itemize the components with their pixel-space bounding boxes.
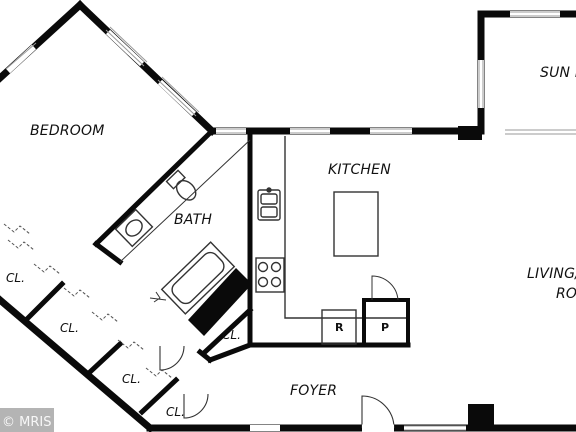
watermark-text: © MRIS bbox=[2, 415, 51, 430]
bath-closet-wall bbox=[201, 306, 254, 356]
bath-chase bbox=[188, 268, 252, 336]
label-closet-1: CL. bbox=[6, 271, 25, 285]
windows bbox=[5, 11, 576, 431]
label-kitchen: KITCHEN bbox=[328, 162, 391, 178]
label-sun-room: SUN R bbox=[540, 65, 576, 81]
label-bedroom: BEDROOM bbox=[30, 123, 104, 139]
closet-door-foyer bbox=[183, 393, 209, 419]
closet-door-bath bbox=[159, 345, 185, 371]
toilet bbox=[165, 169, 197, 201]
closet-wall-1 bbox=[24, 280, 66, 322]
label-bath: BATH bbox=[174, 212, 212, 228]
pantry bbox=[362, 298, 410, 347]
label-closet-2: CL. bbox=[60, 321, 79, 335]
watermark: © MRIS bbox=[0, 408, 54, 432]
kitchen-island bbox=[333, 191, 379, 257]
bath-wall-south bbox=[92, 240, 124, 266]
entry-door bbox=[361, 395, 395, 429]
column-south bbox=[468, 404, 494, 430]
label-pantry: P bbox=[381, 321, 389, 334]
kitchen-fixtures bbox=[255, 136, 410, 347]
kitchen-stove bbox=[255, 257, 285, 293]
label-closet-5: CL. bbox=[166, 405, 185, 419]
closet-wall-2 bbox=[86, 340, 124, 376]
columns bbox=[458, 126, 494, 430]
label-closet-4: CL. bbox=[222, 328, 241, 342]
doors bbox=[149, 291, 395, 432]
closet-shelving bbox=[3, 223, 173, 379]
foyer-closet-wall bbox=[206, 341, 254, 364]
label-refrigerator: R bbox=[335, 321, 344, 334]
label-living-line2: RO bbox=[556, 286, 576, 302]
kitchen-counter bbox=[284, 136, 408, 319]
refrigerator bbox=[321, 309, 357, 345]
bathtub bbox=[160, 241, 236, 315]
column-kitchen-corner bbox=[458, 126, 482, 140]
label-foyer: FOYER bbox=[290, 383, 337, 399]
bath-fixtures bbox=[114, 139, 251, 315]
bedroom-bath-wall bbox=[92, 127, 216, 248]
closet-wall-3 bbox=[138, 376, 180, 416]
interior-walls bbox=[24, 127, 411, 416]
label-closet-3: CL. bbox=[122, 372, 141, 386]
bedroom-wall-southwest bbox=[0, 295, 155, 432]
bath-vanity bbox=[114, 208, 154, 248]
label-living-line1: LIVING/ bbox=[527, 266, 576, 282]
